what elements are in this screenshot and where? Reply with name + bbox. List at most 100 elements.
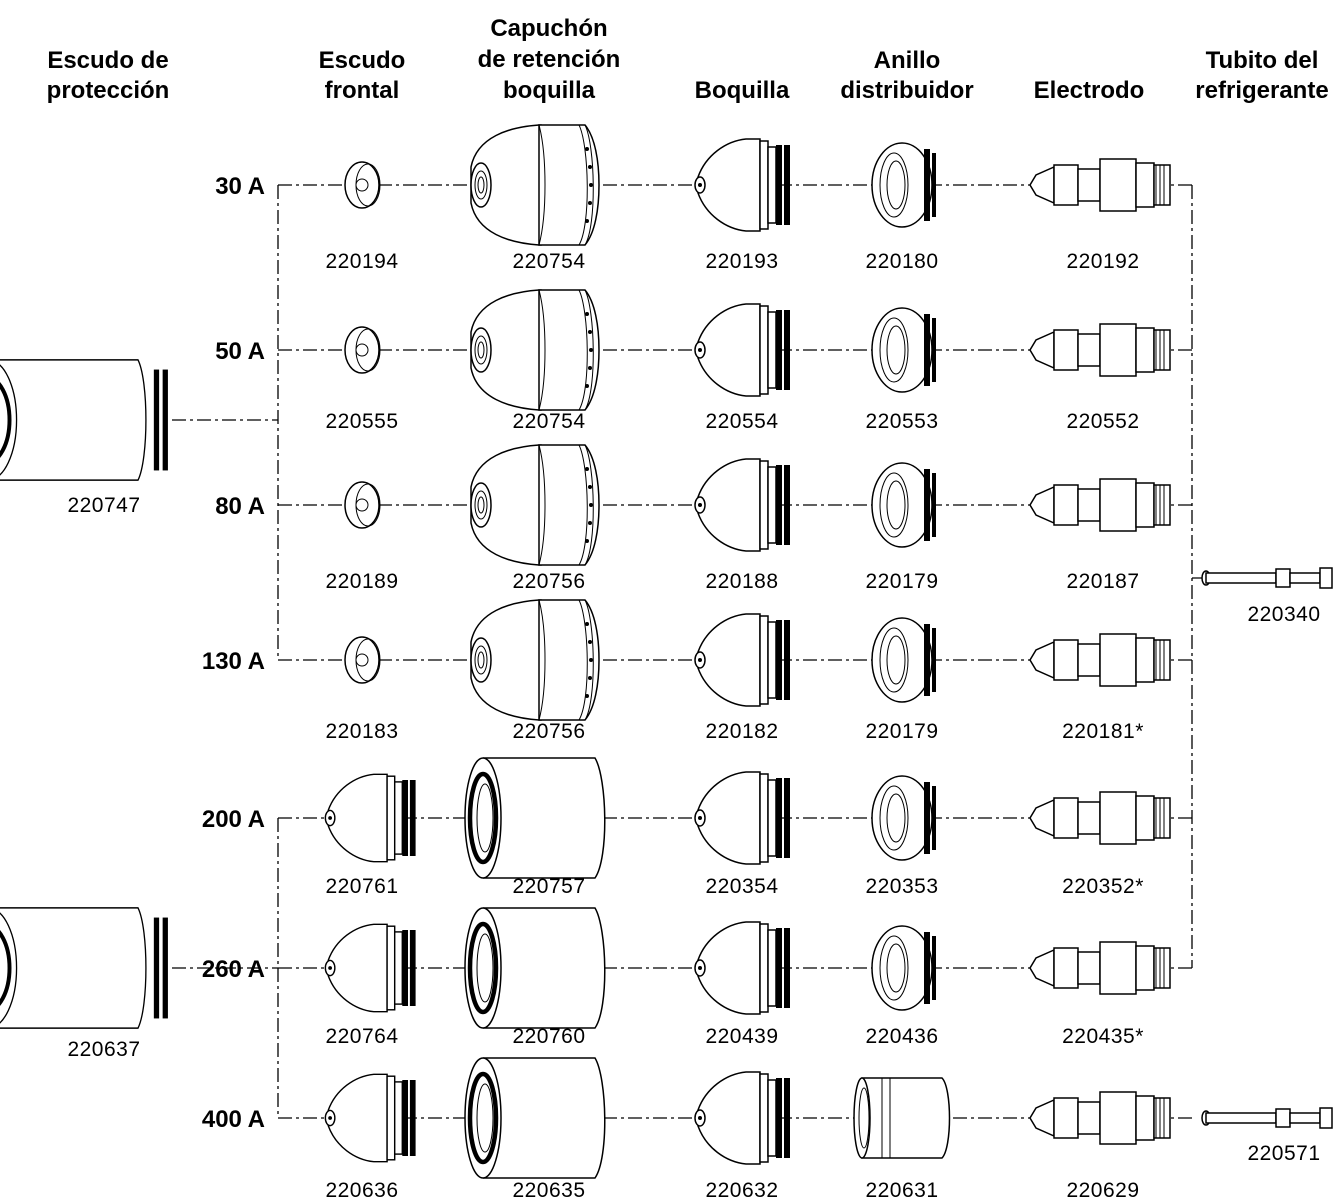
- header-capuchon-2: de retención: [478, 46, 621, 73]
- header-escudo-proteccion-1: Escudo de: [47, 47, 168, 74]
- swirl-ring-drawing: [853, 1077, 951, 1159]
- amperage-label: 130 A: [202, 648, 265, 675]
- header-tubito-2: refrigerante: [1195, 77, 1328, 104]
- amperage-label: 400 A: [202, 1106, 265, 1133]
- part-number: 220637: [67, 1038, 140, 1061]
- protection-shield-220747: 220747: [0, 360, 168, 517]
- electrode-part-number: 220352*: [1062, 875, 1144, 898]
- front-shield-drawing: [344, 161, 381, 209]
- front-shield-drawing: [324, 773, 417, 863]
- retaining-cap-drawing: [465, 758, 605, 878]
- header-boquilla: Boquilla: [695, 77, 790, 104]
- swirl-ring-part-number: 220436: [865, 1025, 938, 1048]
- header-escudo-frontal-1: Escudo: [319, 47, 406, 74]
- nozzle-part-number: 220188: [705, 570, 778, 593]
- swirl-ring-part-number: 220353: [865, 875, 938, 898]
- retaining-cap-drawing: [470, 124, 600, 246]
- retaining-cap-part-number: 220754: [512, 410, 585, 433]
- row-5: 260 A 220764 220760 220439 220436 220435*: [202, 908, 1192, 1048]
- retaining-cap-drawing: [465, 1058, 605, 1178]
- front-shield-part-number: 220761: [325, 875, 398, 898]
- amperage-rows: 30 A 220194 220754 220193 220180 220192 50 A 22…: [202, 124, 1192, 1199]
- swirl-ring-drawing: [871, 925, 937, 1011]
- nozzle-drawing: [694, 613, 791, 707]
- amperage-label: 30 A: [215, 173, 265, 200]
- nozzle-part-number: 220439: [705, 1025, 778, 1048]
- front-shield-drawing: [324, 1073, 417, 1163]
- front-shield-drawing: [344, 481, 381, 529]
- header-anillo-1: Anillo: [874, 47, 941, 74]
- retaining-cap-part-number: 220754: [512, 250, 585, 273]
- header-escudo-frontal-2: frontal: [325, 77, 400, 104]
- swirl-ring-part-number: 220553: [865, 410, 938, 433]
- nozzle-drawing: [694, 303, 791, 397]
- swirl-ring-drawing: [871, 617, 937, 703]
- row-1: 50 A 220555 220754 220554 220553 220552: [215, 289, 1192, 433]
- nozzle-drawing: [694, 921, 791, 1015]
- electrode-drawing: [1029, 478, 1171, 532]
- nozzle-drawing: [694, 771, 791, 865]
- swirl-ring-drawing: [871, 462, 937, 548]
- front-shield-part-number: 220555: [325, 410, 398, 433]
- amperage-label: 80 A: [215, 493, 265, 520]
- electrode-drawing: [1029, 633, 1171, 687]
- front-shield-part-number: 220189: [325, 570, 398, 593]
- nozzle-part-number: 220182: [705, 720, 778, 743]
- retaining-cap-part-number: 220635: [512, 1179, 585, 1199]
- electrode-part-number: 220552: [1066, 410, 1139, 433]
- retaining-cap-drawing: [465, 908, 605, 1028]
- header-escudo-proteccion-2: protección: [47, 77, 170, 104]
- electrode-part-number: 220629: [1066, 1179, 1139, 1199]
- row-0: 30 A 220194 220754 220193 220180 220192: [215, 124, 1192, 273]
- front-shield-drawing: [344, 326, 381, 374]
- header-tubito-1: Tubito del: [1206, 47, 1319, 74]
- nozzle-part-number: 220554: [705, 410, 778, 433]
- retaining-cap-drawing: [470, 444, 600, 566]
- nozzle-part-number: 220354: [705, 875, 778, 898]
- retaining-cap-drawing: [470, 289, 600, 411]
- electrode-drawing: [1029, 791, 1171, 845]
- electrode-drawing: [1029, 158, 1171, 212]
- retaining-cap-part-number: 220757: [512, 875, 585, 898]
- swirl-ring-drawing: [871, 142, 937, 228]
- electrode-part-number: 220187: [1066, 570, 1139, 593]
- front-shield-part-number: 220764: [325, 1025, 398, 1048]
- part-number: 220340: [1247, 603, 1320, 626]
- amperage-label: 50 A: [215, 338, 265, 365]
- nozzle-part-number: 220193: [705, 250, 778, 273]
- amperage-label: 200 A: [202, 806, 265, 833]
- row-3: 130 A 220183 220756 220182 220179 220181*: [202, 599, 1192, 743]
- electrode-part-number: 220181*: [1062, 720, 1144, 743]
- front-shield-part-number: 220183: [325, 720, 398, 743]
- swirl-ring-part-number: 220631: [865, 1179, 938, 1199]
- header-anillo-2: distribuidor: [840, 77, 973, 104]
- part-number: 220747: [67, 494, 140, 517]
- nozzle-part-number: 220632: [705, 1179, 778, 1199]
- header-capuchon-3: boquilla: [503, 77, 596, 104]
- nozzle-drawing: [694, 1071, 791, 1165]
- front-shield-part-number: 220194: [325, 250, 398, 273]
- electrode-drawing: [1029, 323, 1171, 377]
- swirl-ring-part-number: 220180: [865, 250, 938, 273]
- front-shield-drawing: [324, 923, 417, 1013]
- retaining-cap-part-number: 220760: [512, 1025, 585, 1048]
- swirl-ring-part-number: 220179: [865, 720, 938, 743]
- electrode-part-number: 220435*: [1062, 1025, 1144, 1048]
- protection-shield-220637: 220637: [0, 908, 168, 1061]
- swirl-ring-drawing: [871, 775, 937, 861]
- front-shield-drawing: [344, 636, 381, 684]
- amperage-label: 260 A: [202, 956, 265, 983]
- bracket-low-amp: [172, 185, 279, 660]
- part-number: 220571: [1247, 1142, 1320, 1165]
- swirl-ring-drawing: [871, 307, 937, 393]
- row-4: 200 A 220761 220757 220354 220353 220352*: [202, 758, 1192, 898]
- electrode-drawing: [1029, 941, 1171, 995]
- nozzle-drawing: [694, 458, 791, 552]
- electrode-part-number: 220192: [1066, 250, 1139, 273]
- row-6: 400 A 220636 220635 220632 220631 220629: [202, 1058, 1192, 1199]
- front-shield-part-number: 220636: [325, 1179, 398, 1199]
- retaining-cap-part-number: 220756: [512, 720, 585, 743]
- swirl-ring-part-number: 220179: [865, 570, 938, 593]
